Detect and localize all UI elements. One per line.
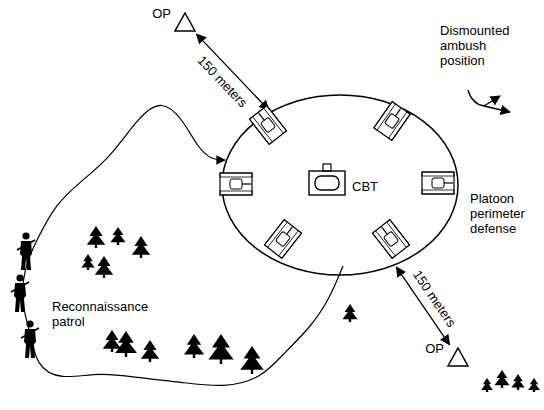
ambush-symbol <box>468 90 510 112</box>
pine-tree <box>95 256 113 278</box>
pine-tree <box>511 374 524 390</box>
pine-tree <box>110 227 125 245</box>
pine-tree <box>481 378 493 392</box>
soldier-figure <box>21 320 39 358</box>
pine-tree <box>208 334 233 364</box>
pine-tree <box>342 304 357 322</box>
observation-post: OP <box>447 347 469 367</box>
tank-symbol <box>220 173 252 195</box>
pine-tree <box>528 378 540 392</box>
observation-post: OP <box>174 12 196 32</box>
op-triangle <box>174 12 196 32</box>
pine-tree <box>184 334 204 358</box>
op-triangle <box>447 347 469 367</box>
pine-tree <box>87 226 105 248</box>
pine-tree <box>494 370 509 388</box>
perimeter-oval: Platoon perimeter defenseCBT <box>222 95 458 275</box>
tank-symbol <box>249 106 286 145</box>
tank-symbol <box>422 172 454 194</box>
pine-tree <box>141 340 159 362</box>
ambush-label: Dismounted ambush position <box>440 24 520 69</box>
tank-symbol <box>264 220 301 259</box>
patrol-label: Reconnaissance patrol <box>52 300 162 330</box>
unit-label: Platoon perimeter defense <box>470 192 534 237</box>
command-vehicle: CBT <box>308 163 378 197</box>
tank-symbol <box>374 102 410 141</box>
op-label: OP <box>152 7 171 22</box>
pine-tree <box>132 236 150 258</box>
pine-tree <box>81 254 94 270</box>
command-vehicle-symbol <box>308 163 346 197</box>
patrol-route <box>23 105 343 385</box>
pine-tree <box>115 331 137 357</box>
tank-symbol <box>372 220 409 259</box>
soldier-figure <box>11 274 29 312</box>
op-label: OP <box>425 342 444 357</box>
vehicle-label: CBT <box>352 180 378 195</box>
pine-tree <box>240 346 264 374</box>
